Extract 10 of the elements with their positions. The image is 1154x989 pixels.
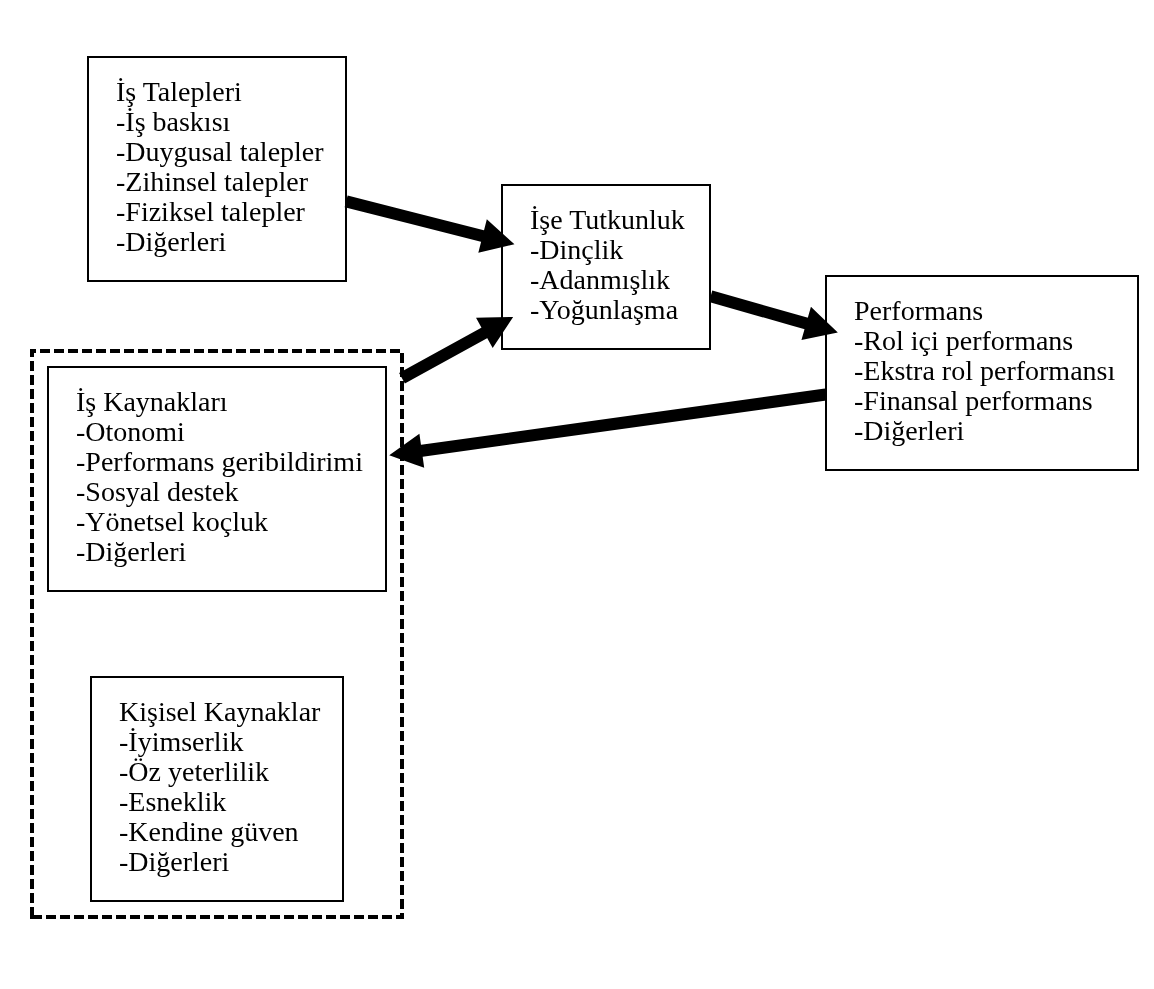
arrow (709, 289, 838, 340)
arrow (399, 316, 514, 383)
node-box: Kişisel Kaynaklar -İyimserlik -Öz yeterlilik -Esneklik -Kendine güven -Diğerleri (90, 675, 344, 902)
arrow (389, 388, 827, 468)
node-box: İş Kaynakları -Otonomi -Performans geribildirimi -Sosyal destek -Yönetsel koçluk -Diğerleri (47, 365, 387, 592)
node-box: Performans -Rol içi performans -Ekstra rol performansı -Finansal performans -Diğerleri (825, 274, 1139, 471)
arrow (344, 195, 515, 253)
cluster (30, 348, 404, 919)
node-box: İş Talepleri -İş baskısı -Duygusal talepler -Zihinsel talepler -Fiziksel talepler -Diğerleri (87, 55, 347, 282)
node-box: İşe Tutkunluk -Dinçlik -Adanmışlık -Yoğunlaşma (501, 183, 711, 350)
